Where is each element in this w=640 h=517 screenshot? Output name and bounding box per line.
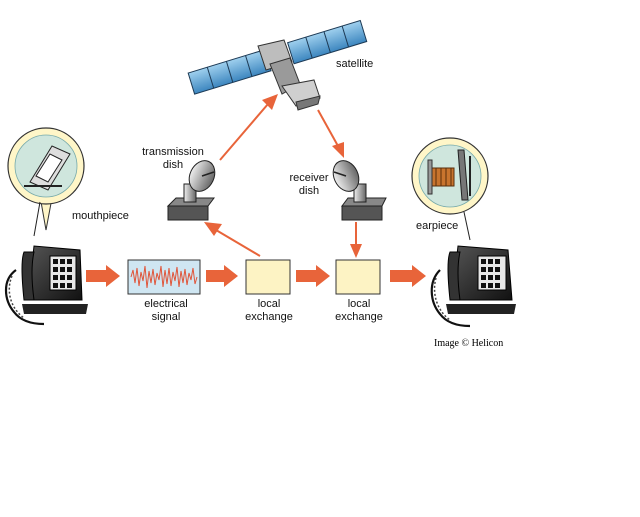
arrow-exchange-to-phone <box>390 265 426 287</box>
arrow-satellite-to-dish <box>317 109 344 158</box>
arrow-dish-to-satellite <box>219 94 278 161</box>
arrow-exchange-to-exchange <box>296 265 330 287</box>
receiver-dish-label: receiver dish <box>289 172 329 197</box>
local-exchange-label-1: local exchange <box>245 298 293 323</box>
image-credit: Image © Helicon <box>434 338 504 349</box>
arrow-dish-to-exchange <box>350 222 362 258</box>
local-exchange-box-2 <box>335 259 381 295</box>
arrow-signal-to-exchange <box>206 265 238 287</box>
mouthpiece-label: mouthpiece <box>72 210 129 222</box>
earpiece-pointer <box>463 211 471 241</box>
transmission-dish-icon <box>166 160 216 221</box>
receiver-dish-icon <box>332 160 387 221</box>
signal-wave <box>130 265 198 289</box>
mouthpiece-pointer <box>33 201 41 237</box>
arrow-phone-to-signal <box>86 265 120 287</box>
arrow-exchange-to-dish <box>204 222 261 257</box>
telephone-left-icon <box>4 245 88 326</box>
telephone-right-icon <box>430 245 516 328</box>
local-exchange-label-2: local exchange <box>335 298 383 323</box>
mouthpiece-bubble <box>7 127 85 231</box>
local-exchange-box-1 <box>245 259 291 295</box>
electrical-signal-box <box>127 259 201 295</box>
electrical-signal-label: electrical signal <box>144 298 188 323</box>
satellite-icon <box>187 19 368 111</box>
transmission-dish-label: transmission dish <box>142 146 204 171</box>
earpiece-bubble <box>411 137 489 215</box>
satellite-label: satellite <box>336 58 374 70</box>
earpiece-label: earpiece <box>416 220 459 232</box>
